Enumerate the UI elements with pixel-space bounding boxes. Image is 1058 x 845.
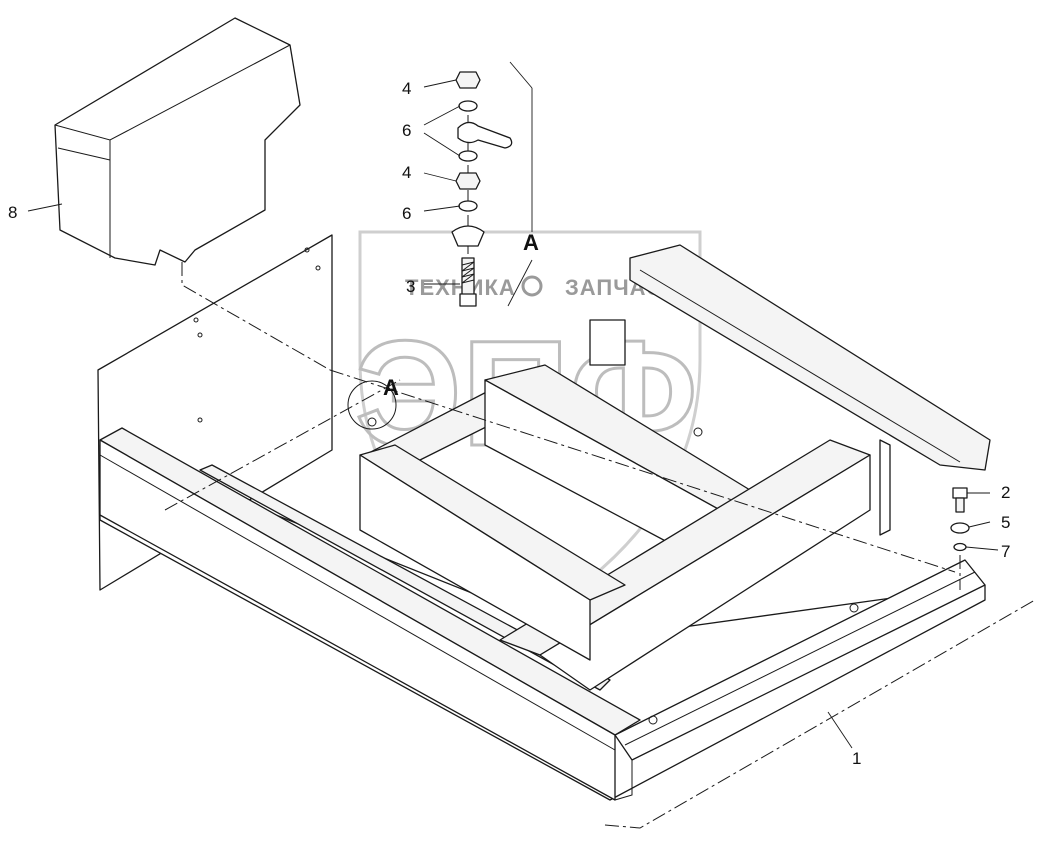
cross-member-3-side bbox=[539, 454, 871, 691]
detail-a-lower-label: A bbox=[383, 375, 399, 400]
bolt-2-head bbox=[952, 487, 968, 499]
detail-a: A A bbox=[347, 61, 539, 430]
callout-1: 1 bbox=[852, 749, 861, 768]
fastener-right bbox=[950, 487, 970, 552]
callout-6-lower: 6 bbox=[402, 204, 411, 223]
callout-4-lower: 4 bbox=[402, 163, 411, 182]
washer-5 bbox=[950, 522, 970, 534]
nut-top bbox=[455, 71, 481, 89]
washer-lower bbox=[458, 200, 478, 212]
leader-lines bbox=[27, 79, 999, 749]
washer-7 bbox=[953, 542, 967, 552]
ground-clip bbox=[451, 225, 485, 247]
callout-7: 7 bbox=[1001, 542, 1010, 561]
rail-bracket bbox=[879, 439, 891, 536]
bolt-2-shank bbox=[955, 497, 965, 513]
base-frame bbox=[97, 234, 991, 801]
nut-middle bbox=[455, 172, 481, 190]
inner-rail bbox=[199, 464, 611, 691]
assembly-lines bbox=[164, 115, 1036, 829]
bolt-head bbox=[459, 293, 477, 307]
washer-middle bbox=[458, 150, 478, 162]
center-beam-side bbox=[359, 454, 591, 661]
callout-3: 3 bbox=[406, 277, 415, 296]
callout-4-upper: 4 bbox=[402, 79, 411, 98]
terminal-lug bbox=[457, 121, 513, 149]
right-end-rail bbox=[614, 559, 986, 761]
cover-box bbox=[54, 17, 301, 266]
callout-5: 5 bbox=[1001, 513, 1010, 532]
right-channel-rail bbox=[629, 244, 991, 471]
fastener-stack bbox=[451, 71, 513, 307]
detail-a-upper-label: A bbox=[523, 230, 539, 255]
cover-box-body bbox=[54, 17, 301, 266]
callouts: 1 2 3 4 4 5 6 6 7 8 bbox=[8, 79, 1010, 768]
washer-top bbox=[458, 100, 478, 112]
callout-6-upper: 6 bbox=[402, 121, 411, 140]
watermark-gear-icon bbox=[521, 275, 543, 297]
callout-8: 8 bbox=[8, 203, 17, 222]
detail-a-circle bbox=[347, 380, 397, 430]
callout-2: 2 bbox=[1001, 483, 1010, 502]
upright-plate bbox=[589, 319, 626, 366]
